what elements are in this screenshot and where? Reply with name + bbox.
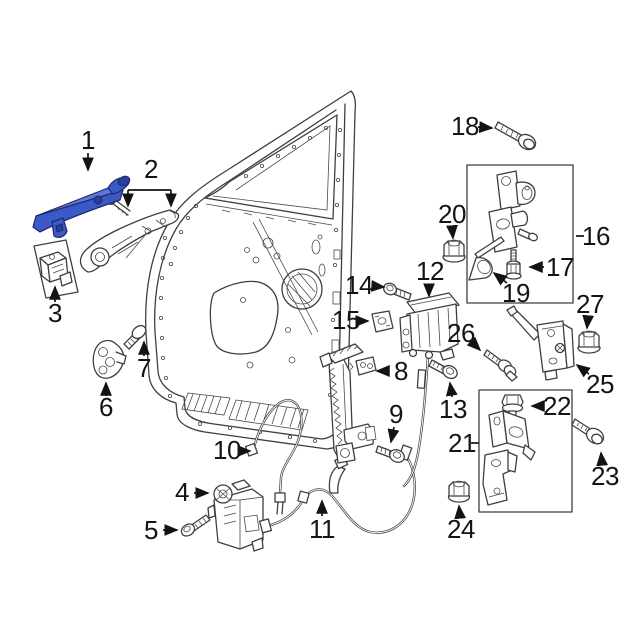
- bolt-7-art: [123, 324, 147, 350]
- nut-20-art: [442, 239, 466, 263]
- screw-5-art: [180, 514, 211, 537]
- door-check-25-art: [506, 305, 575, 381]
- part-label-20: 20: [438, 199, 466, 229]
- stud-26-art: [483, 349, 518, 382]
- part-label-17: 17: [546, 252, 574, 282]
- stud-17-art: [505, 249, 522, 280]
- part-label-1: 1: [81, 125, 95, 155]
- part-label-2: 2: [144, 154, 158, 184]
- part-label-9: 9: [389, 399, 403, 429]
- part-label-4: 4: [175, 477, 189, 507]
- part-label-23: 23: [591, 461, 619, 491]
- part-label-24: 24: [447, 514, 475, 544]
- screw-9-art: [375, 445, 405, 463]
- part-label-22: 22: [543, 391, 571, 421]
- part-label-12: 12: [416, 256, 444, 286]
- window-regulator-art: [319, 343, 377, 464]
- gasket-art: [92, 339, 127, 379]
- part-label-5: 5: [144, 515, 158, 545]
- part-label-15: 15: [332, 305, 360, 335]
- bolt-18-art: [494, 121, 537, 151]
- part-label-19: 19: [502, 278, 530, 308]
- clip-15-art: [371, 310, 394, 333]
- part-label-21: 21: [448, 428, 476, 458]
- part-label-7: 7: [137, 353, 151, 383]
- part-label-27: 27: [576, 289, 604, 319]
- nut-27-art: [577, 330, 601, 354]
- cover-cap-19-art: [468, 256, 493, 281]
- part-label-13: 13: [439, 394, 467, 424]
- part-label-8: 8: [394, 356, 408, 386]
- screw-13-art: [428, 359, 458, 380]
- part-label-14: 14: [345, 270, 373, 300]
- part-label-16: 16: [582, 221, 610, 251]
- part-label-3: 3: [48, 298, 62, 328]
- part-label-10: 10: [213, 435, 241, 465]
- sensor-module-art: [33, 239, 79, 299]
- latch-12-art: [399, 292, 460, 361]
- part-label-26: 26: [447, 318, 475, 348]
- screw-14-art: [382, 282, 412, 301]
- part-label-11: 11: [309, 514, 336, 544]
- part-label-6: 6: [99, 392, 113, 422]
- hinge-kit-21-art: [478, 389, 573, 513]
- door-handle-highlighted-art: [32, 175, 131, 238]
- bolt-23-art: [571, 418, 605, 445]
- callout-leaders: [49, 121, 609, 536]
- part-label-18: 18: [451, 111, 479, 141]
- door-shell-art: [145, 90, 357, 450]
- part-label-25: 25: [586, 369, 614, 399]
- nut-24-art: [447, 480, 471, 503]
- lock-actuator-art: [207, 479, 264, 552]
